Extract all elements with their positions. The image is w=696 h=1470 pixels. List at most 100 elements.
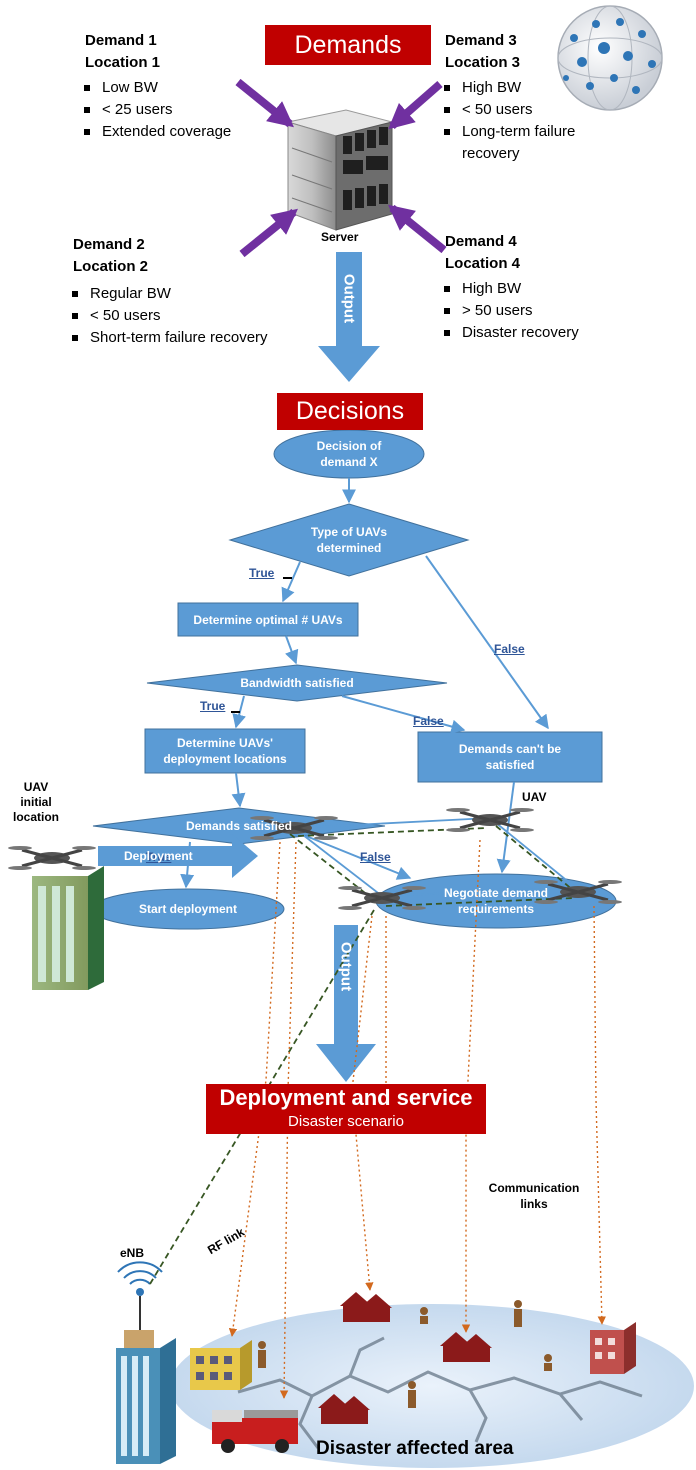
tall-building-left (32, 866, 104, 990)
node-text: requirements (457, 902, 534, 916)
demand-1-list: Low BW < 25 users Extended coverage (80, 77, 231, 143)
red-building-right (590, 1322, 636, 1374)
negotiate-node: Negotiate demand requirements (396, 882, 596, 920)
output-arrow-1 (318, 252, 380, 382)
demand-2-list: Regular BW < 50 users Short-term failure… (68, 283, 268, 349)
node-text: Negotiate demand (443, 886, 548, 900)
uav-icon (446, 808, 534, 832)
deployment-banner: Deployment and service Disaster scenario (206, 1084, 486, 1134)
label-line: initial (20, 795, 52, 809)
node-text: demand X (320, 455, 378, 469)
deployment-arrow (98, 834, 258, 878)
iot-globe-icon (557, 5, 663, 111)
demand-2-title: Demand 2 (73, 236, 145, 253)
true-label: True (200, 699, 226, 713)
demand-3-list-continuation: recovery (462, 145, 520, 162)
list-item: < 50 users (68, 305, 268, 327)
demand-3-location: Location 3 (445, 54, 521, 71)
demands-banner: Demands (265, 25, 431, 65)
output-arrow-2 (316, 925, 376, 1082)
person-icon (408, 1381, 416, 1408)
list-item: Disaster recovery (440, 322, 579, 344)
node-text: Demands can't be (458, 742, 562, 756)
uav-icon (534, 880, 622, 904)
decision-start-node: Decision of demand X (280, 436, 418, 472)
deployment-banner-subtitle: Disaster scenario (288, 1113, 404, 1130)
false-label: False (494, 642, 525, 656)
house-icon (318, 1394, 370, 1424)
decisions-banner: Decisions (277, 393, 423, 430)
uav-icon (8, 846, 96, 870)
list-item: High BW (440, 77, 575, 99)
demand-4-location: Location 4 (445, 255, 521, 272)
flowchart-shapes (91, 429, 617, 930)
person-icon (258, 1341, 266, 1368)
start-deployment-node: Start deployment (138, 902, 237, 916)
output-label-1: Output (340, 273, 358, 324)
label-line: UAV (23, 780, 49, 794)
deployment-label: Deployment (124, 849, 193, 863)
list-item: Long-term failure (440, 121, 575, 143)
type-uavs-node: Type of UAVs determined (280, 522, 418, 558)
fire-truck-icon (212, 1410, 298, 1453)
enb-building (116, 1330, 176, 1464)
node-text: determined (316, 541, 382, 555)
uav-icon (250, 816, 338, 840)
house-icon (340, 1292, 392, 1322)
yellow-building (190, 1340, 252, 1390)
enb-tower-icon (117, 1261, 163, 1330)
label-line: links (520, 1197, 548, 1211)
communication-links-label: Communication links (484, 1180, 584, 1212)
label-line: location (12, 810, 59, 824)
disaster-area-label: Disaster affected area (316, 1438, 514, 1459)
demand-2-location: Location 2 (73, 258, 149, 275)
node-text: Determine UAVs' (176, 736, 273, 750)
list-item: High BW (440, 278, 579, 300)
demand-4-list: High BW > 50 users Disaster recovery (440, 278, 579, 344)
person-icon (544, 1354, 552, 1371)
list-item: < 25 users (80, 99, 231, 121)
demand-3-title: Demand 3 (445, 32, 517, 49)
optimal-uavs-node: Determine optimal # UAVs (193, 612, 343, 627)
list-item: Regular BW (68, 283, 268, 305)
demands-satisfied-node: Demands satisfied (185, 819, 293, 833)
demand-1-location: Location 1 (85, 54, 161, 71)
node-text: deployment locations (163, 752, 287, 766)
uav-icon (338, 886, 426, 910)
label-line: Communication (488, 1181, 580, 1195)
cant-satisfy-node: Demands can't be satisfied (418, 732, 602, 782)
person-icon (514, 1300, 522, 1327)
list-item: Short-term failure recovery (68, 327, 268, 349)
deployment-banner-title: Deployment and service (219, 1085, 473, 1110)
uav-label: UAV (522, 790, 547, 804)
demand-1-title: Demand 1 (85, 32, 157, 49)
enb-label: eNB (120, 1246, 145, 1260)
output-label-2: Output (337, 941, 355, 992)
demand-4-title: Demand 4 (445, 233, 517, 250)
node-text: Type of UAVs (310, 525, 388, 539)
list-item: Extended coverage (80, 121, 231, 143)
server-icon (287, 109, 393, 231)
node-text: Decision of (316, 439, 382, 453)
person-icon (420, 1307, 428, 1324)
true-label: True (146, 850, 172, 864)
uav-initial-location-label: UAV initial location (6, 780, 66, 825)
house-icon (440, 1332, 492, 1362)
list-item: Low BW (80, 77, 231, 99)
houses (318, 1292, 492, 1424)
deploy-locations-node: Determine UAVs' deployment locations (145, 729, 305, 773)
false-label: False (413, 714, 444, 728)
false-label: False (360, 850, 391, 864)
disaster-ground (170, 1304, 694, 1468)
flowchart-connectors (180, 478, 549, 889)
uav-links (149, 817, 581, 1285)
people (258, 1300, 552, 1408)
node-text: satisfied (485, 758, 535, 772)
demand-3-list: High BW < 50 users Long-term failure (440, 77, 575, 143)
list-item: > 50 users (440, 300, 579, 322)
true-label: True (249, 566, 275, 580)
server-label: Server (321, 230, 359, 244)
bandwidth-node: Bandwidth satisfied (240, 676, 354, 690)
